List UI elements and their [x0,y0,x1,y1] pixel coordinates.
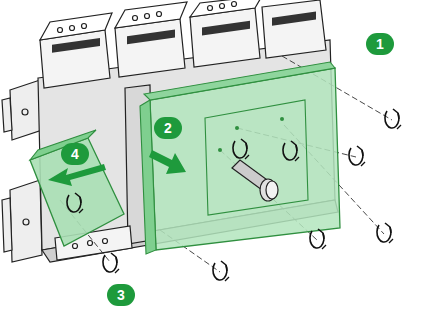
operating-handle [232,160,278,201]
callout-number: 3 [107,284,135,306]
callout-number: 1 [366,33,394,55]
screw-axes [60,56,392,272]
callout-number: 4 [61,143,89,165]
front-cover [140,62,340,254]
callout-number: 2 [154,117,182,139]
rotation-symbols [67,109,401,281]
side-cover [30,130,124,246]
